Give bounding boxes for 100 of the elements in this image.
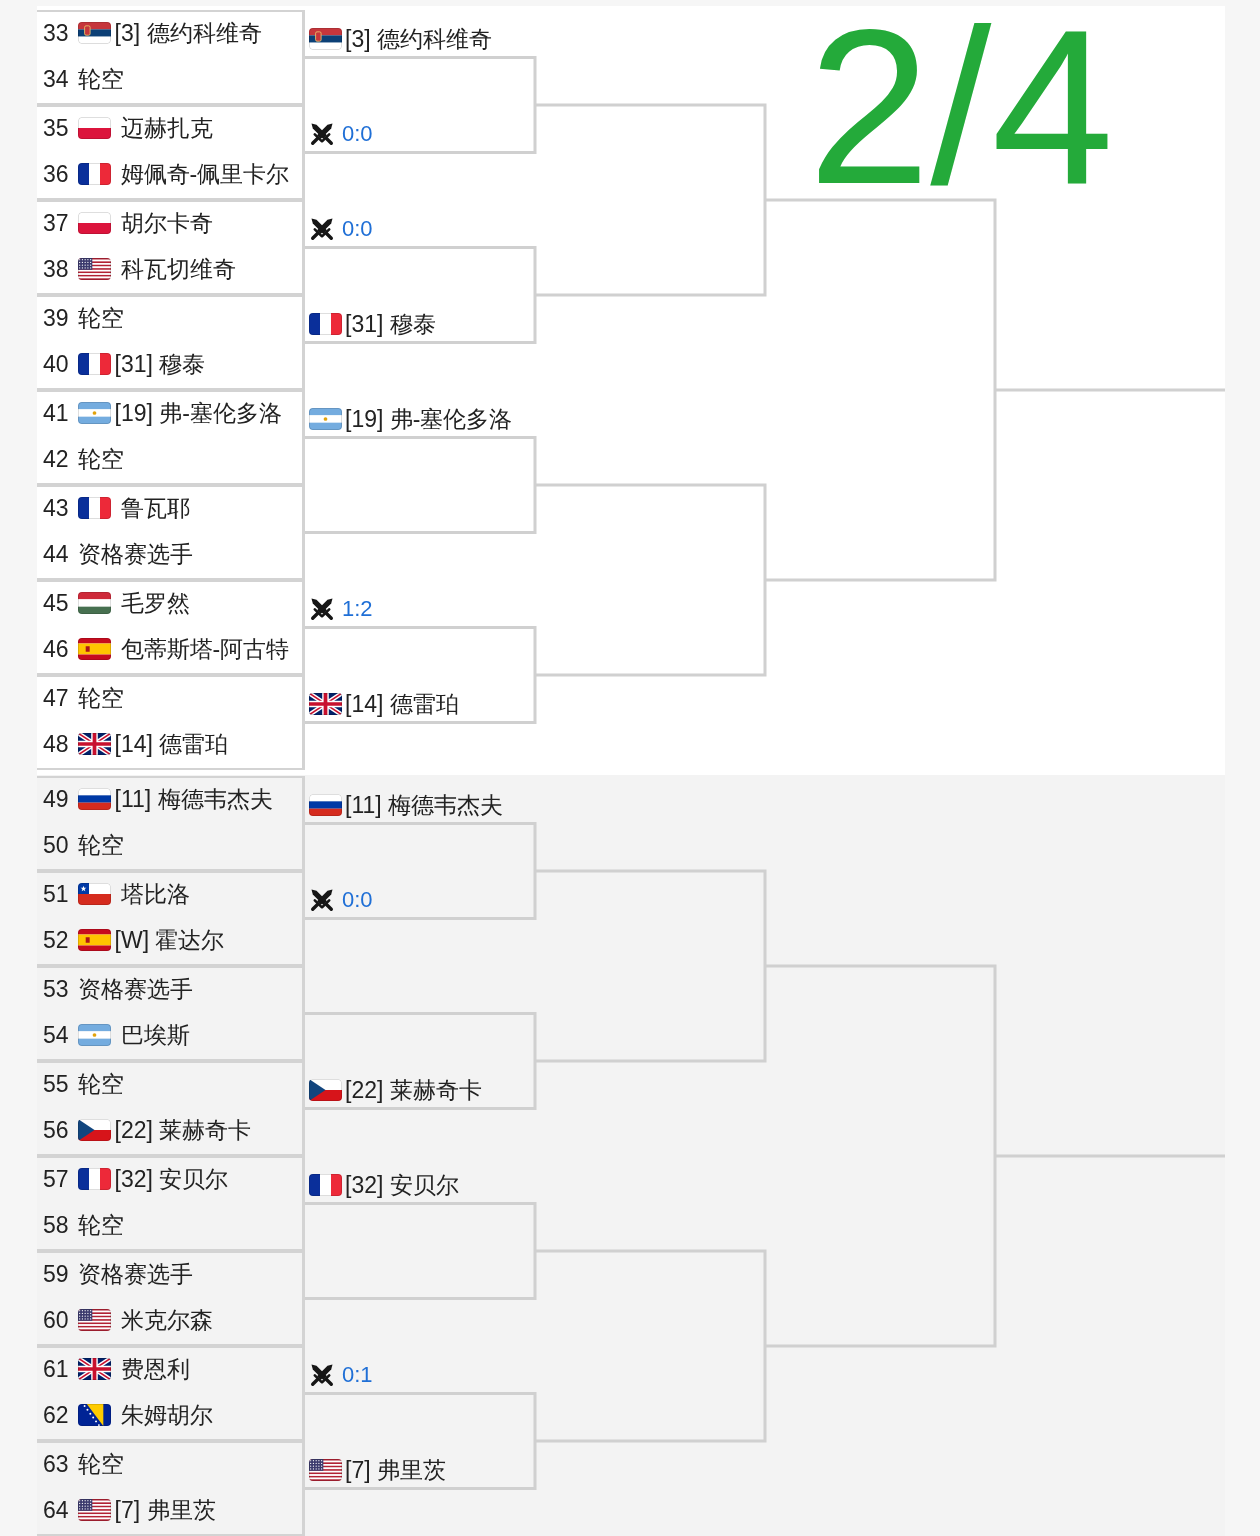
match-box: [37, 390, 305, 485]
player-name: 姆佩奇-佩里卡尔: [120, 160, 290, 189]
bracket-line: [305, 436, 537, 485]
draw-number: 39: [43, 304, 69, 333]
player-name: [22] 莱赫奇卡: [114, 1116, 252, 1145]
player-name: 资格赛选手: [77, 540, 193, 569]
head-to-head-score: 0:1: [342, 1360, 373, 1389]
draw-number: 37: [43, 209, 69, 238]
bracket-line: [305, 56, 537, 105]
bracket-line: [995, 1154, 1225, 1158]
player-name: 资格赛选手: [77, 975, 193, 1004]
player-name: [11] 梅德韦杰夫: [114, 785, 273, 814]
draw-number: 34: [43, 65, 69, 94]
player-name: 轮空: [77, 445, 124, 474]
player-name: 轮空: [77, 1070, 124, 1099]
match-box: [37, 295, 305, 390]
bracket-line: [305, 1061, 537, 1110]
draw-number: 40: [43, 350, 69, 379]
draw-number: 62: [43, 1401, 69, 1430]
player-name: 轮空: [77, 1211, 124, 1240]
player-name: [11] 梅德韦杰夫: [345, 790, 504, 820]
bracket-line: [535, 483, 767, 580]
player-name: 轮空: [77, 684, 124, 713]
match-box: [37, 580, 305, 675]
draw-number: 52: [43, 926, 69, 955]
match-box: [37, 105, 305, 200]
bracket-line: [305, 246, 537, 295]
bracket-line: [765, 198, 997, 390]
draw-number: 36: [43, 160, 69, 189]
draw-number: 41: [43, 399, 69, 428]
bracket-line: [305, 1202, 537, 1251]
draw-number: 56: [43, 1116, 69, 1145]
player-name: [W] 霍达尔: [114, 926, 225, 955]
player-name: [32] 安贝尔: [345, 1170, 459, 1200]
player-name: [3] 德约科维奇: [114, 19, 262, 48]
bracket-line: [305, 871, 537, 920]
bracket-line: [535, 200, 767, 297]
bracket-line: [305, 1441, 537, 1490]
draw-number: 50: [43, 831, 69, 860]
player-name: 鲁瓦耶: [120, 494, 190, 523]
bracket-line: [305, 1012, 537, 1061]
bracket-line: [305, 1392, 537, 1441]
player-name: 米克尔森: [120, 1306, 213, 1335]
player-name: 塔比洛: [120, 880, 190, 909]
player-name: 包蒂斯塔-阿古特: [120, 635, 290, 664]
match-box: [37, 1061, 305, 1156]
match-box: [37, 1156, 305, 1251]
player-name: [19] 弗-塞伦多洛: [114, 399, 282, 428]
handwritten-note: 2/4: [808, 22, 1114, 194]
player-name: 轮空: [77, 304, 124, 333]
player-name: [14] 德雷珀: [345, 689, 459, 719]
player-name: [22] 莱赫奇卡: [345, 1075, 482, 1105]
match-box: [37, 1441, 305, 1536]
bracket-line: [765, 390, 997, 582]
bracket-line: [535, 1249, 767, 1346]
bracket-line: [305, 822, 537, 871]
player-name: [14] 德雷珀: [114, 730, 229, 759]
bracket-line: [305, 626, 537, 675]
bracket-line: [535, 580, 767, 677]
bracket-line: [535, 103, 767, 200]
player-name: 轮空: [77, 65, 124, 94]
bracket-line: [535, 1346, 767, 1443]
player-name: [31] 穆泰: [114, 350, 206, 379]
bracket-line: [305, 295, 537, 344]
head-to-head-score: 0:0: [342, 119, 373, 148]
match-box: [37, 871, 305, 966]
player-name: [19] 弗-塞伦多洛: [345, 404, 513, 434]
draw-number: 49: [43, 785, 69, 814]
bracket-line: [535, 966, 767, 1063]
draw-number: 35: [43, 114, 69, 143]
draw-number: 54: [43, 1021, 69, 1050]
draw-number: 57: [43, 1165, 69, 1194]
head-to-head-score: 0:0: [342, 214, 373, 243]
head-to-head-score: 0:0: [342, 885, 373, 914]
match-box: [37, 485, 305, 580]
player-name: 朱姆胡尔: [120, 1401, 213, 1430]
draw-number: 38: [43, 255, 69, 284]
player-name: [3] 德约科维奇: [345, 24, 492, 54]
bracket-line: [995, 388, 1225, 392]
draw-number: 58: [43, 1211, 69, 1240]
player-name: 毛罗然: [120, 589, 190, 618]
draw-number: 53: [43, 975, 69, 1004]
player-name: 巴埃斯: [120, 1021, 190, 1050]
match-box: [37, 200, 305, 295]
draw-number: 47: [43, 684, 69, 713]
bracket-line: [765, 1156, 997, 1348]
player-name: 轮空: [77, 831, 124, 860]
player-name: 费恩利: [120, 1355, 190, 1384]
match-box: [37, 1346, 305, 1441]
draw-number: 59: [43, 1260, 69, 1289]
bracket-line: [305, 105, 537, 154]
player-name: 迈赫扎克: [120, 114, 213, 143]
draw-number: 63: [43, 1450, 69, 1479]
draw-number: 42: [43, 445, 69, 474]
player-name: 轮空: [77, 1450, 124, 1479]
draw-number: 64: [43, 1496, 69, 1525]
draw-number: 33: [43, 19, 69, 48]
draw-number: 60: [43, 1306, 69, 1335]
player-name: [7] 弗里茨: [114, 1496, 216, 1525]
player-name: [31] 穆泰: [345, 309, 436, 339]
